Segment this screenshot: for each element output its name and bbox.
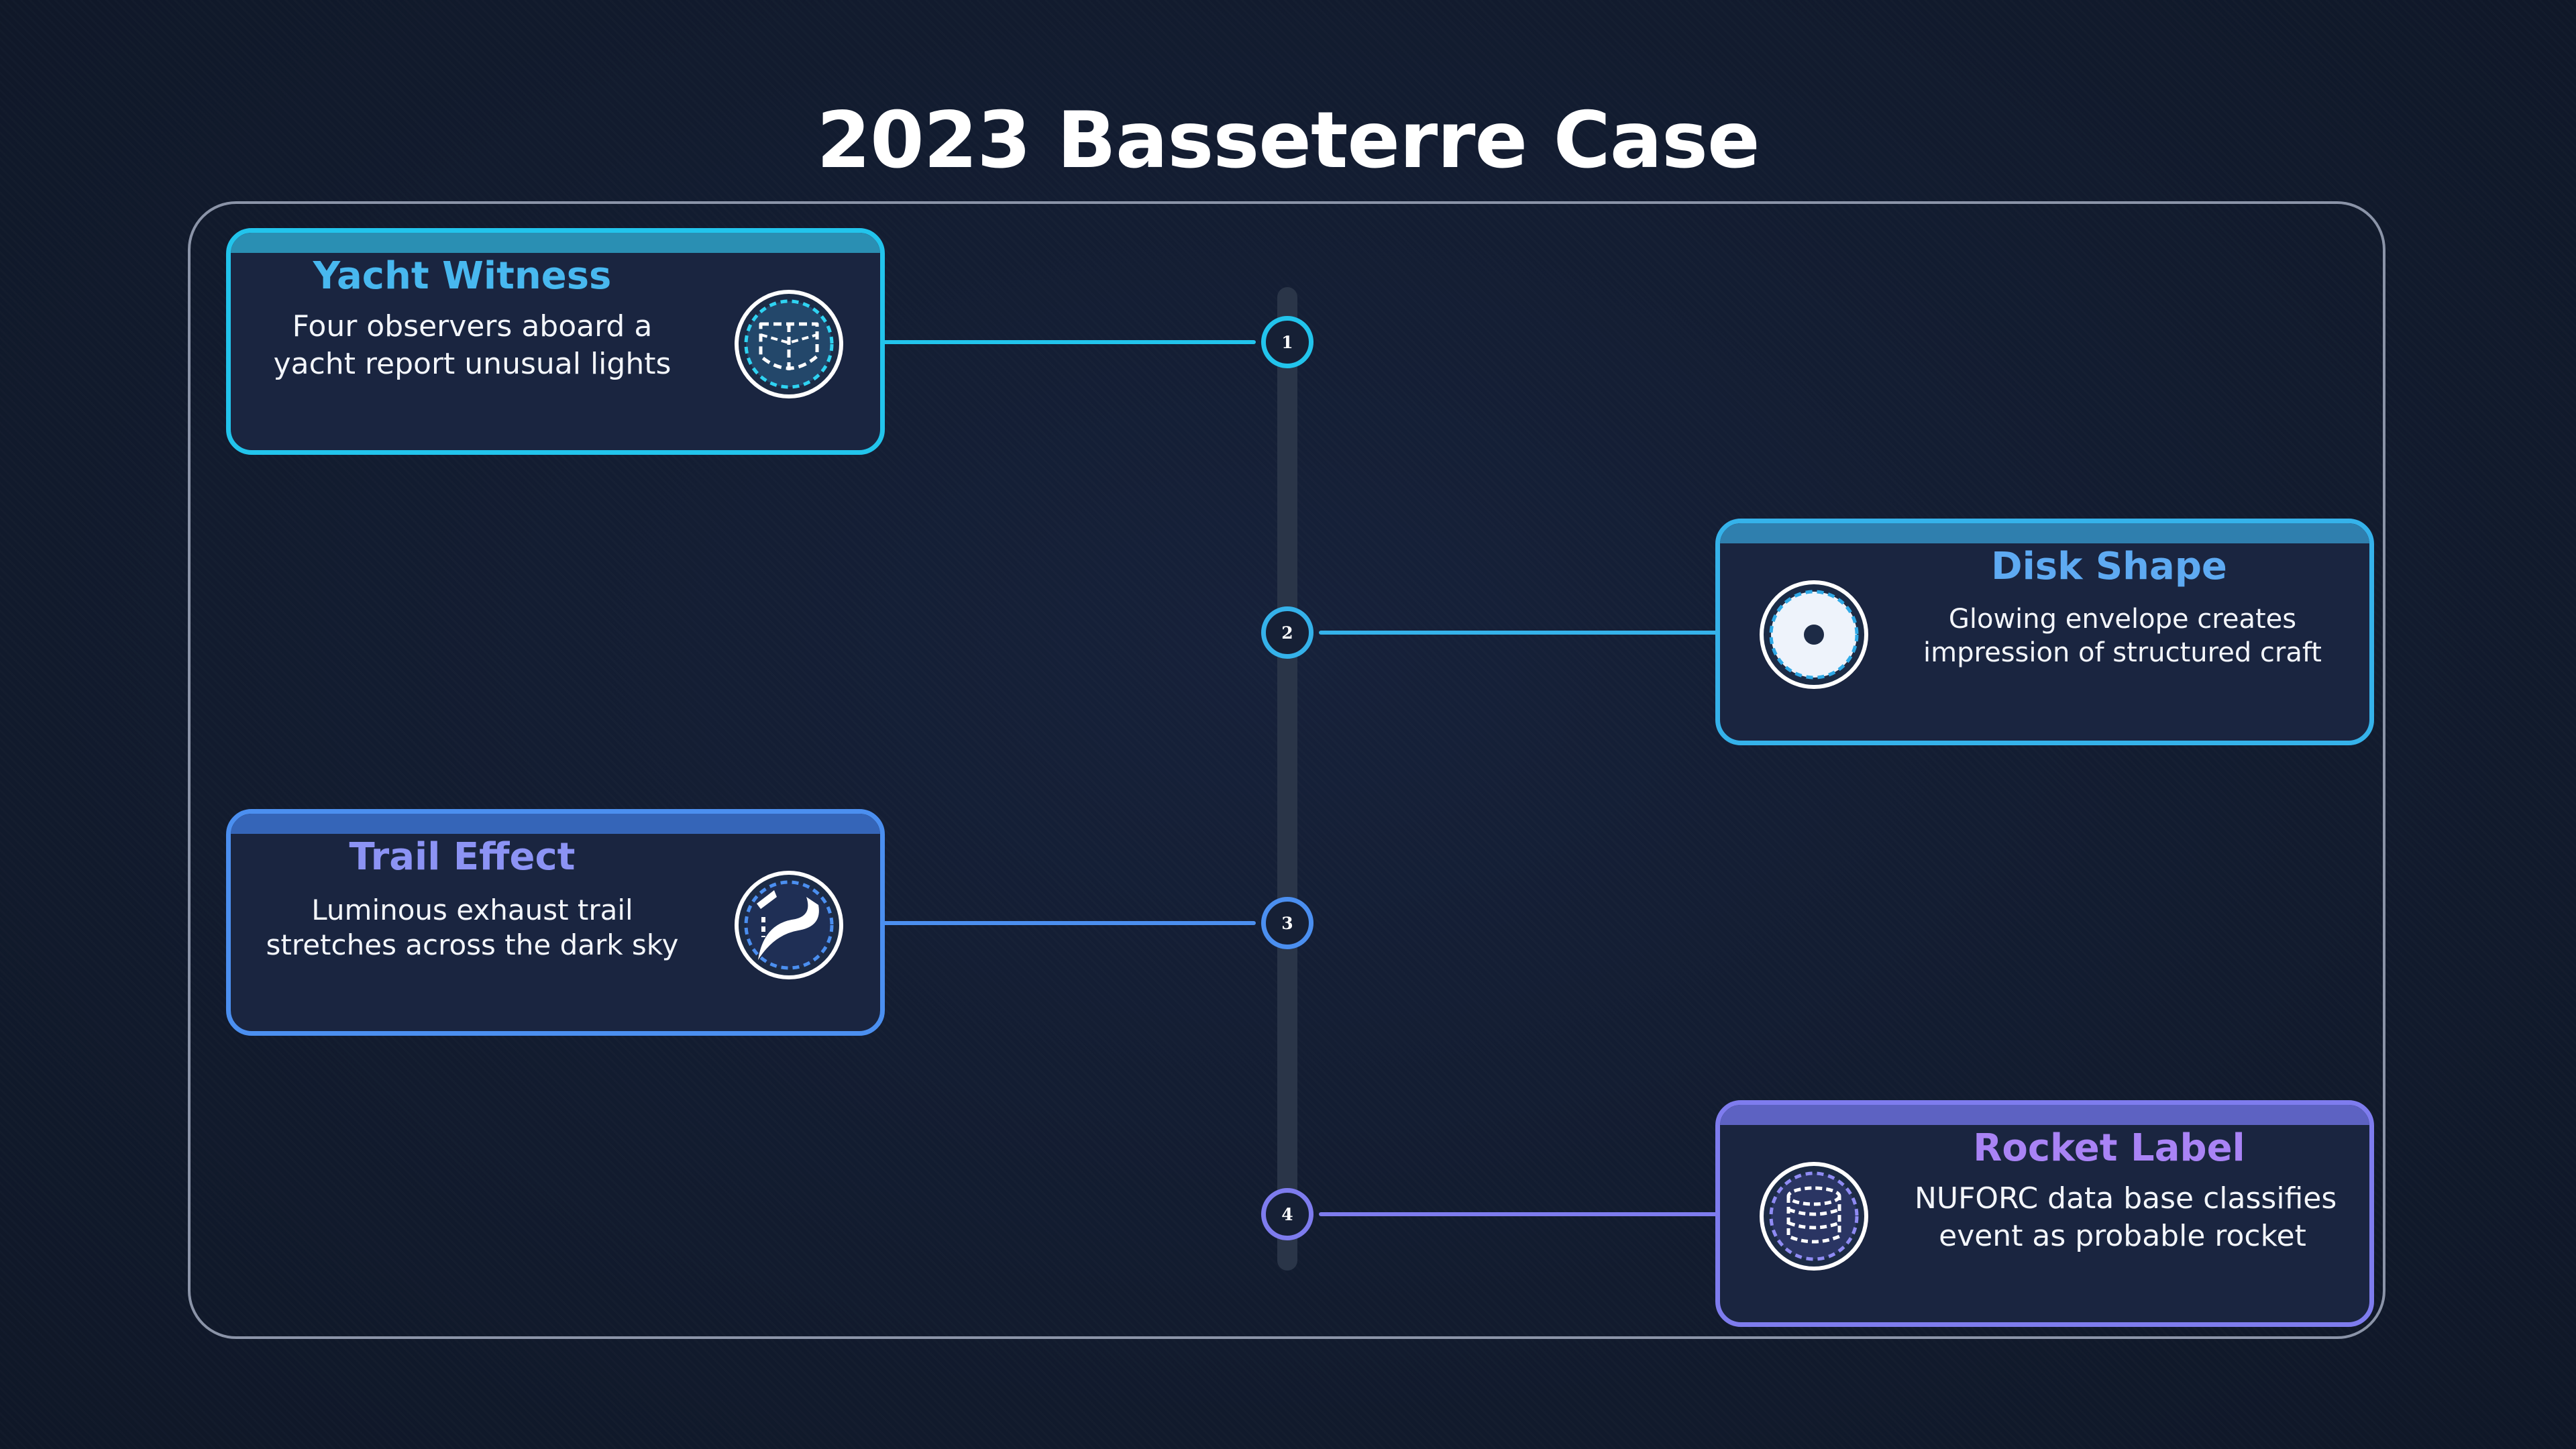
disk-icon	[1760, 580, 1868, 689]
card-header-bar	[231, 233, 880, 253]
card-description: Four observers aboard a yacht report unu…	[264, 308, 680, 383]
step-card-rocket-label: Rocket Label NUFORC data base classifies…	[1715, 1100, 2374, 1327]
connector-3	[883, 921, 1256, 925]
card-description-line: NUFORC data base classifies	[1915, 1181, 2337, 1216]
card-header-bar	[1720, 523, 2369, 543]
card-description-line: impression of structured craft	[1923, 637, 2322, 668]
trail-icon	[735, 871, 843, 979]
connector-1	[883, 340, 1256, 344]
timeline-node-1: 1	[1261, 316, 1313, 368]
card-title: Rocket Label	[1973, 1126, 2245, 1170]
yacht-icon	[735, 290, 843, 398]
database-icon	[1760, 1162, 1868, 1271]
card-description: NUFORC data base classifies event as pro…	[1915, 1180, 2337, 1255]
timeline-node-4: 4	[1261, 1188, 1313, 1240]
card-description-line: event as probable rocket	[1939, 1219, 2306, 1253]
card-title: Trail Effect	[349, 835, 576, 879]
timeline-node-2: 2	[1261, 606, 1313, 659]
timeline-node-3: 3	[1261, 897, 1313, 949]
node-number: 4	[1281, 1204, 1293, 1224]
card-description-line: yacht report unusual lights	[273, 347, 672, 381]
card-title: Disk Shape	[1991, 545, 2227, 588]
node-number: 1	[1281, 332, 1293, 352]
timeline-frame	[188, 201, 2385, 1339]
card-description-line: Luminous exhaust trail	[311, 894, 633, 926]
card-header-bar	[1720, 1105, 2369, 1125]
card-title: Yacht Witness	[313, 254, 612, 298]
connector-4	[1319, 1212, 1719, 1216]
step-card-yacht-witness: Yacht Witness Four observers aboard a ya…	[226, 228, 885, 455]
card-description-line: stretches across the dark sky	[266, 928, 679, 961]
node-number: 3	[1281, 913, 1293, 933]
timeline-rail	[1277, 287, 1297, 1271]
page-title: 2023 Basseterre Case	[816, 95, 1760, 186]
connector-2	[1319, 631, 1719, 635]
step-card-trail-effect: Trail Effect Luminous exhaust trail stre…	[226, 809, 885, 1036]
card-description: Luminous exhaust trail stretches across …	[264, 893, 680, 963]
card-description-line: Four observers aboard a	[292, 309, 653, 343]
card-header-bar	[231, 814, 880, 834]
card-description-line: Glowing envelope creates	[1948, 604, 2297, 635]
card-description: Glowing envelope creates impression of s…	[1915, 602, 2330, 669]
step-card-disk-shape: Disk Shape Glowing envelope creates impr…	[1715, 519, 2374, 745]
node-number: 2	[1281, 623, 1293, 643]
